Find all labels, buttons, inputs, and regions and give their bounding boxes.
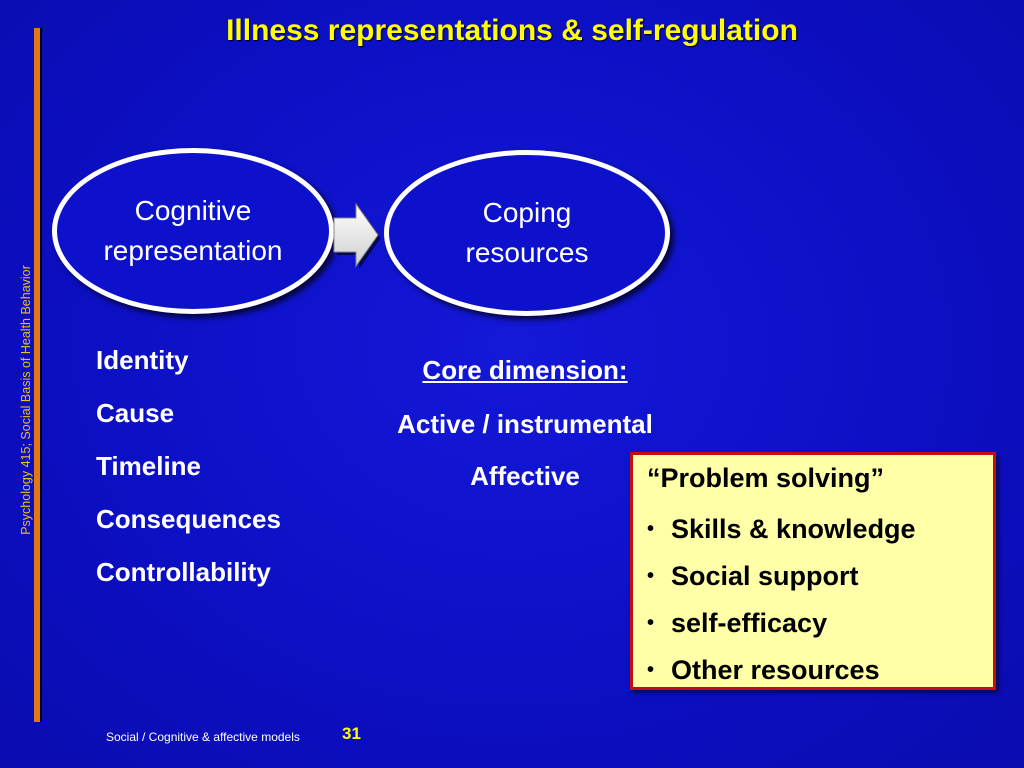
side-label-text: Psychology 415; Social Basis of Health B… bbox=[19, 265, 33, 535]
problem-solving-heading: “Problem solving” bbox=[647, 463, 885, 493]
bullet-icon: • bbox=[647, 565, 655, 587]
oval-1-line-1: Cognitive bbox=[134, 195, 252, 226]
core-dimension-item: Affective bbox=[470, 461, 580, 491]
list-item: Controllability bbox=[96, 557, 271, 587]
list-item: Timeline bbox=[96, 451, 202, 481]
slide-title: Illness representations & self-regulatio… bbox=[226, 14, 798, 47]
bullet-icon: • bbox=[647, 518, 655, 540]
right-arrow-icon bbox=[333, 202, 380, 269]
oval-2-line-1: Coping bbox=[482, 197, 572, 228]
oval-2-line-2: resources bbox=[465, 237, 589, 268]
bullet-icon: • bbox=[647, 612, 655, 634]
list-item: •Skills & knowledge bbox=[647, 509, 916, 556]
page-number: 31 bbox=[342, 724, 361, 743]
side-accent-bar bbox=[34, 28, 42, 722]
core-dimension-heading: Core dimension: bbox=[422, 355, 628, 385]
list-item: •Social support bbox=[647, 556, 916, 603]
representation-list: Identity Cause Timeline Consequences Con… bbox=[96, 338, 281, 603]
problem-solving-box: “Problem solving” •Skills & knowledge •S… bbox=[630, 452, 996, 690]
footer-text: Social / Cognitive & affective models bbox=[106, 730, 300, 744]
oval-1-line-2: representation bbox=[103, 235, 283, 266]
list-item: Identity bbox=[96, 345, 189, 375]
list-item: Consequences bbox=[96, 504, 281, 534]
core-dimension-item: Active / instrumental bbox=[397, 409, 653, 439]
list-item: •self-efficacy bbox=[647, 603, 916, 650]
bullet-icon: • bbox=[647, 659, 655, 681]
cognitive-representation-oval: Cognitive representation bbox=[52, 148, 334, 314]
list-item: Cause bbox=[96, 398, 175, 428]
list-item: •Other resources bbox=[647, 650, 916, 697]
core-dimension-block: Core dimension: Active / instrumental Af… bbox=[340, 352, 710, 508]
coping-resources-oval: Coping resources bbox=[384, 150, 670, 316]
problem-solving-list: •Skills & knowledge •Social support •sel… bbox=[647, 509, 916, 697]
